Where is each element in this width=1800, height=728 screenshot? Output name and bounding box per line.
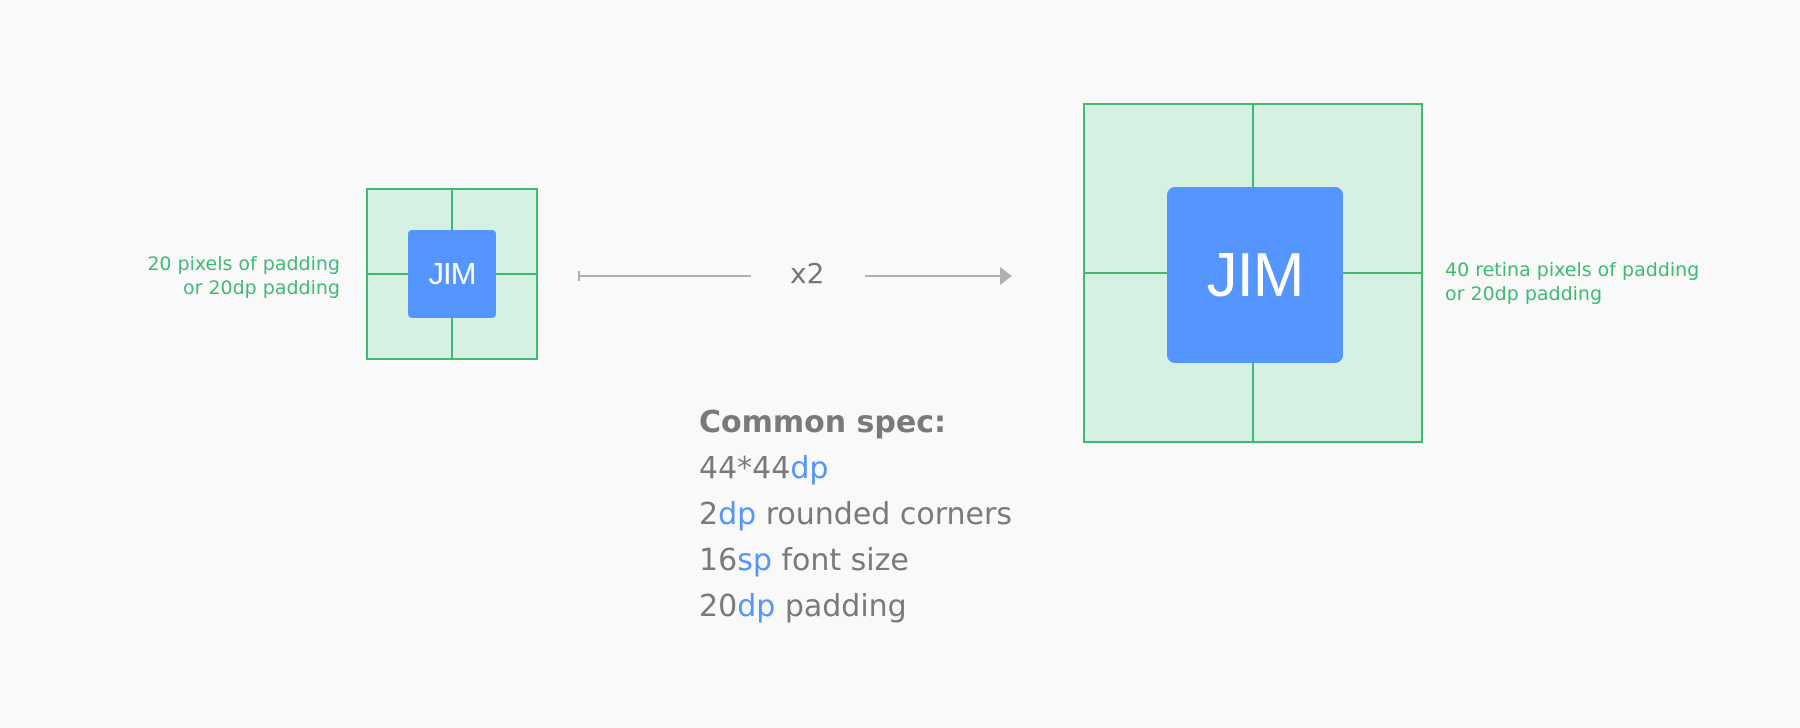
spec-value: 20 bbox=[699, 589, 738, 624]
spec-line-corners: 2dp rounded corners bbox=[699, 492, 1012, 538]
left-padding-label-line1: 20 pixels of padding bbox=[147, 253, 340, 275]
scale-label: x2 bbox=[790, 257, 825, 290]
spec-line-font-size: 16sp font size bbox=[699, 538, 1012, 584]
spec-unit: dp bbox=[737, 589, 776, 624]
spec-suffix: padding bbox=[775, 589, 907, 624]
left-padding-label-line2: or 20dp padding bbox=[182, 277, 340, 299]
spec-line-padding: 20dp padding bbox=[699, 584, 1012, 630]
spec-suffix: rounded corners bbox=[756, 497, 1012, 532]
right-avatar-text: JIM bbox=[1206, 240, 1305, 310]
right-padding-label-line1: 40 retina pixels of padding bbox=[1445, 259, 1700, 281]
left-padding-box: JIM bbox=[366, 188, 538, 360]
left-avatar-text: JIM bbox=[428, 256, 477, 291]
spec-unit: dp bbox=[718, 497, 757, 532]
spec-suffix: font size bbox=[771, 543, 909, 578]
right-padding-label-line2: or 20dp padding bbox=[1445, 283, 1603, 305]
spec-heading: Common spec: bbox=[699, 405, 947, 440]
arrow-head-icon bbox=[1000, 267, 1012, 285]
spec-unit: dp bbox=[790, 451, 829, 486]
arrow-line-right bbox=[865, 275, 1005, 277]
spec-value: 44*44 bbox=[699, 451, 791, 486]
left-avatar: JIM bbox=[408, 230, 496, 318]
right-padding-box: JIM bbox=[1083, 103, 1423, 443]
spec-unit: sp bbox=[737, 543, 772, 578]
spec-value: 16 bbox=[699, 543, 738, 578]
right-padding-label: 40 retina pixels of padding or 20dp padd… bbox=[1445, 258, 1699, 306]
spec-line-size: 44*44dp bbox=[699, 446, 1012, 492]
spec-value: 2 bbox=[699, 497, 719, 532]
left-padding-label: 20 pixels of padding or 20dp padding bbox=[120, 252, 340, 300]
common-spec: Common spec: 44*44dp 2dp rounded corners… bbox=[699, 400, 1012, 630]
arrow-line-left bbox=[579, 275, 751, 277]
right-avatar: JIM bbox=[1167, 187, 1343, 363]
